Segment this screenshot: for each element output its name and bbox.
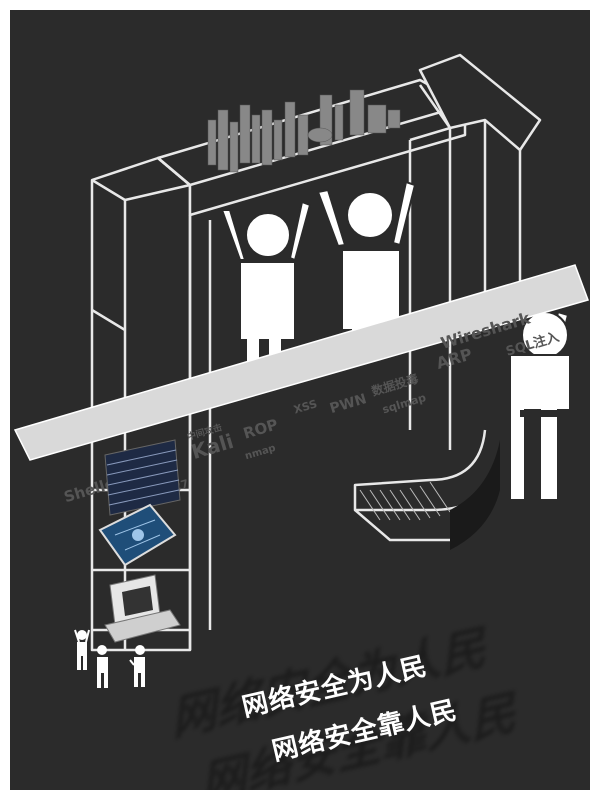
- poster: 网络安全为人民 网络安全靠人民: [10, 10, 590, 790]
- scene-illustration: Shellcode nmap Kali ROP XSS PWN 数据投毒 ARP…: [13, 53, 589, 688]
- band-term-rop: ROP: [241, 415, 280, 442]
- server-rack-icon: [104, 439, 181, 516]
- band-term-sqlmap: sqlmap: [381, 391, 428, 416]
- figure-belt: [520, 410, 560, 417]
- small-people-icon: [74, 629, 145, 688]
- retro-computer-icon: [104, 574, 181, 643]
- band-term-nmap-2: nmap: [244, 443, 277, 462]
- conveyor-shadow: [450, 440, 500, 550]
- circuit-board-icon: [98, 503, 177, 567]
- conveyor-stripes: [359, 481, 451, 521]
- band-term-xss: XSS: [292, 397, 319, 416]
- band-term-pwn: PWN: [328, 391, 368, 417]
- city-skyline-icon: [207, 89, 401, 173]
- top-beam: [156, 78, 467, 217]
- person-lifting-icon: [220, 180, 571, 501]
- tech-terms-band: Shellcode nmap Kali ROP XSS PWN 数据投毒 ARP…: [13, 264, 589, 517]
